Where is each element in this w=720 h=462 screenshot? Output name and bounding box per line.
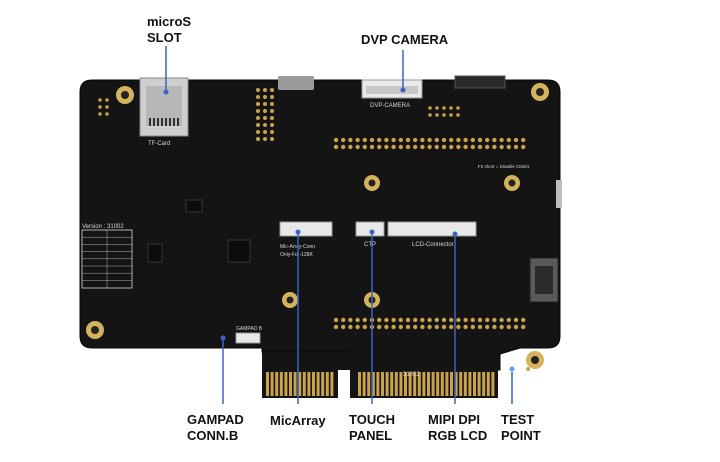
callout-micarray: MicArray [270,413,326,428]
lcd-connector [387,221,477,237]
top-connector-usb [278,76,314,90]
ctp-connector [355,221,385,237]
callout-microsd: microS SLOT [147,14,192,45]
right-edge-connector [556,180,562,208]
ctp-silk: CTP [364,242,376,248]
pcie-fingers [266,372,495,396]
lcd-silk: LCD-Connector [412,242,454,248]
version-silk: Version : 31002 [82,224,124,230]
callout-dvp-camera: DVP CAMERA [361,32,449,47]
callout-dots [163,87,458,341]
pcie-edge [262,352,498,398]
callout-lines [165,46,513,404]
microsd-pins [149,118,179,126]
version-table-rows [82,230,132,288]
pcie-notch [338,370,350,400]
test-point-dot [509,366,515,372]
boot-silk: F2 short = Disable CM3/4 [478,164,530,169]
chip-2 [185,199,203,213]
dvp-silk: DVP-CAMERA [370,103,410,109]
gampad-connector [235,332,261,344]
chip-3 [147,243,163,263]
mic-only-silk: Only-For-128K [280,252,313,258]
gpio-pad-grids [98,88,526,330]
mic-array-connector [279,221,333,237]
chip-1 [227,239,251,263]
top-connector-right [454,75,506,89]
callout-touch-panel: TOUCH PANEL [349,412,395,443]
callout-mipi: MIPI DPI RGB LCD [428,412,488,443]
tf-card-label: TF-Card [148,141,170,147]
callout-test-point: TEST POINT [501,412,541,443]
callout-gampad: GAMPAD CONN.B [187,412,244,443]
gampad-silk: GAMPAD B [236,326,263,332]
serial-silk: 31002 [403,372,420,378]
